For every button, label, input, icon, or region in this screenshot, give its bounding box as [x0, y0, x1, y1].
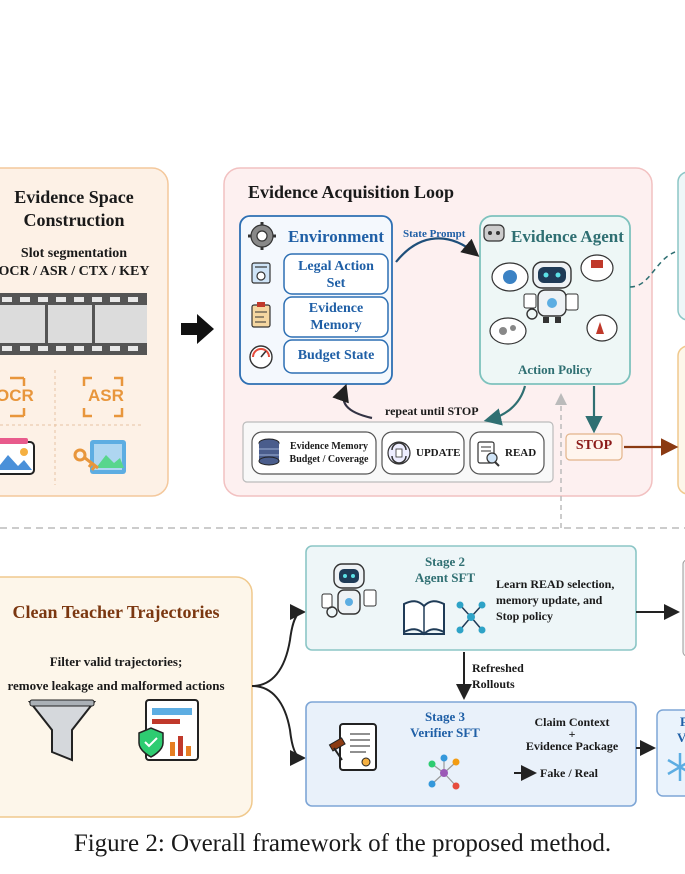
stage3-box	[305, 701, 637, 807]
claim-context-label: Claim Context	[534, 715, 610, 729]
action-policy-arrow	[483, 385, 527, 426]
stage2-desc-line2: memory update, and	[496, 593, 603, 607]
stage2-desc-line1: Learn READ selection,	[496, 577, 615, 591]
legal-action-line1: Legal Action	[298, 259, 374, 274]
fork-arrow-up	[251, 604, 306, 687]
evidence-space-title-line2: Construction	[23, 210, 125, 230]
budget-state: Budget State	[297, 348, 375, 363]
stage2-title-line1: Stage 2	[424, 554, 466, 569]
legal-action-icon	[251, 262, 271, 284]
evidence-memory: Evidence Memory	[284, 300, 388, 334]
database-icon	[258, 438, 280, 466]
state-prompt-arrow	[395, 237, 480, 263]
action-policy-label: Action Policy	[517, 362, 592, 377]
environment-label: Environment	[288, 227, 385, 246]
legal-action-line2: Set	[326, 276, 346, 291]
funnel-icon	[27, 699, 97, 762]
key-image-icon	[73, 440, 126, 474]
stop-label: STOP	[575, 438, 613, 453]
update-icon	[387, 441, 411, 465]
stage3-title-line2: Verifier SFT	[410, 725, 480, 740]
refreshed-line2: Rollouts	[472, 677, 515, 691]
stop-box	[565, 433, 623, 461]
teacher-desc-line1: Filter valid trajectories;	[49, 654, 183, 669]
state-prompt-label: State Prompt	[403, 228, 466, 240]
read-label: READ	[505, 447, 537, 459]
stage2-title: Stage 2 Agent SFT	[390, 554, 500, 586]
right-edge-letter-f: F	[680, 714, 685, 729]
snowflake-icon	[667, 753, 685, 781]
evidence-space-title-line1: Evidence Space	[14, 187, 134, 207]
legal-action-set: Legal Action Set	[284, 258, 388, 292]
film-strip-icon	[0, 293, 147, 355]
figure-caption: Figure 2: Overall framework of the propo…	[73, 830, 612, 857]
evidence-space-subtitle-line1: Slot segmentation	[20, 246, 128, 261]
repeat-arrow	[332, 383, 373, 420]
gauge-icon	[249, 345, 273, 369]
asr-icon	[82, 376, 124, 418]
robot-illustration-icon	[489, 254, 618, 345]
colorful-network-icon	[428, 754, 460, 790]
evidence-memory-line1: Evidence	[308, 301, 364, 316]
refreshed-line1: Refreshed	[472, 661, 524, 675]
teacher-desc-line2: remove leakage and malformed actions	[7, 678, 225, 693]
teacher-title: Clean Teacher Trajectories	[12, 602, 220, 622]
update-label: UPDATE	[416, 447, 461, 459]
memory-coverage-label: Evidence Memory Budget / Coverage	[282, 440, 376, 466]
gear-icon	[248, 222, 276, 250]
evidence-package-label: Evidence Package	[525, 739, 619, 753]
refreshed-label: Refreshed Rollouts	[472, 660, 524, 692]
memory-coverage-line1: Evidence Memory	[289, 441, 369, 452]
stage2-box	[305, 545, 637, 651]
book-icon	[403, 600, 445, 636]
stage3-title: Stage 3 Verifier SFT	[390, 709, 500, 741]
judge-document-icon	[328, 723, 377, 771]
ocr-tile-label: OCR	[0, 386, 34, 405]
stage3-title-line1: Stage 3	[424, 709, 466, 724]
memory-coverage-line2: Budget / Coverage	[289, 454, 369, 465]
robot-head-icon	[483, 224, 505, 242]
network-icon	[456, 601, 486, 634]
stage2-desc-line3: Stop policy	[496, 609, 554, 623]
stage2-title-line2: Agent SFT	[414, 570, 476, 585]
right-edge-letter-v: V	[677, 730, 685, 745]
teacher-desc: Filter valid trajectories; remove leakag…	[0, 650, 262, 698]
evidence-space-subtitle: Slot segmentation OCR / ASR / CTX / KEY	[0, 245, 168, 281]
ocr-icon	[10, 376, 26, 418]
evidence-space-title: Evidence Space Construction	[0, 186, 168, 232]
right-panel-mid	[677, 345, 685, 495]
loop-title: Evidence Acquisition Loop	[248, 182, 455, 202]
evidence-memory-line2: Memory	[310, 318, 362, 333]
evidence-agent-label: Evidence Agent	[511, 227, 624, 246]
stage3-inputs: Claim Context + Evidence Package	[510, 716, 634, 752]
evidence-space-subtitle-line2: OCR / ASR / CTX / KEY	[0, 264, 150, 279]
stage2-desc: Learn READ selection, memory update, and…	[496, 576, 614, 624]
clipboard-icon	[251, 302, 271, 328]
plus-label: +	[568, 727, 576, 741]
fork-arrow-down	[251, 685, 306, 766]
report-shield-icon	[138, 699, 199, 761]
right-panel-top	[677, 171, 685, 321]
asr-tile-label: ASR	[88, 386, 124, 405]
main-arrow	[181, 314, 214, 344]
fake-real-label: Fake / Real	[540, 766, 598, 780]
repeat-until-label: repeat until STOP	[385, 404, 479, 418]
read-icon	[477, 441, 500, 467]
stage2-robot-icon	[321, 563, 377, 618]
image-icon	[0, 438, 35, 475]
